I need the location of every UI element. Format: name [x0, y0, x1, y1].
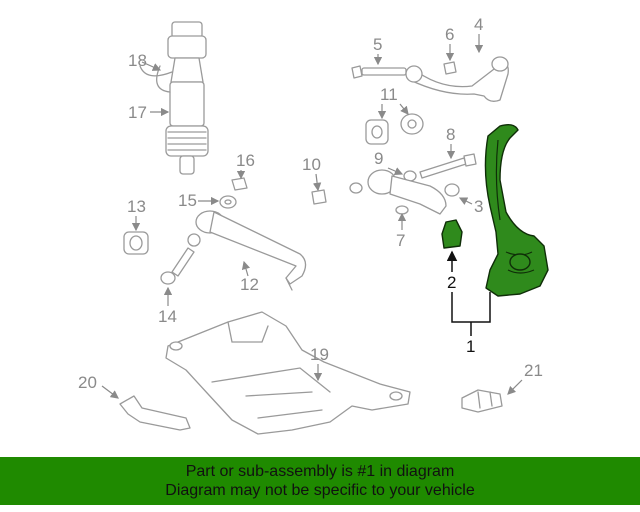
lower-control-arm-part[interactable]: [195, 210, 307, 291]
callout-1: 1: [466, 337, 475, 356]
steering-knuckle-part[interactable]: [484, 123, 549, 297]
bushing-3-part[interactable]: [444, 183, 460, 197]
callout-15: 15: [178, 191, 197, 210]
callout-8: 8: [446, 125, 455, 144]
bolt-8-part[interactable]: [419, 153, 477, 179]
subframe-part[interactable]: [165, 311, 411, 435]
callout-16: 16: [236, 151, 255, 170]
callout-10: 10: [302, 155, 321, 174]
upper-control-arm-part[interactable]: [405, 56, 509, 102]
washer-9-part[interactable]: [349, 170, 417, 194]
tension-strut-part[interactable]: [367, 169, 447, 215]
callout-11: 11: [380, 85, 398, 104]
callout-19: 19: [310, 345, 329, 364]
callout-14: 14: [158, 307, 177, 326]
bolt-5-part[interactable]: [351, 65, 407, 79]
callout-9: 9: [374, 149, 383, 168]
air-strut-part[interactable]: [156, 21, 209, 175]
nut-16-part[interactable]: [231, 177, 248, 191]
banner-line-2: Diagram may not be specific to your vehi…: [165, 482, 475, 499]
bolt-10-part[interactable]: [311, 189, 327, 205]
callout-21: 21: [524, 361, 543, 380]
callout-18: 18: [128, 51, 147, 70]
ball-joint-2-part[interactable]: [441, 219, 463, 249]
callout-12: 12: [240, 275, 259, 294]
callout-17: 17: [128, 103, 147, 122]
callout-6: 6: [445, 25, 454, 44]
air-line-part[interactable]: [139, 65, 173, 77]
callout-3: 3: [474, 197, 483, 216]
bushing-11-part[interactable]: [365, 113, 424, 145]
callout-20: 20: [78, 373, 97, 392]
callout-5: 5: [373, 35, 382, 54]
banner-line-1: Part or sub-assembly is #1 in diagram: [185, 463, 455, 480]
callout-2: 2: [447, 273, 456, 292]
parts-diagram: 18 17 16 10 15 12 13 14: [78, 15, 549, 435]
info-banner: Part or sub-assembly is #1 in diagram Di…: [0, 457, 640, 505]
callout-13: 13: [127, 197, 146, 216]
bushing-13-part[interactable]: [123, 231, 149, 255]
bracket-20-part[interactable]: [119, 395, 191, 431]
callout-4: 4: [474, 15, 483, 34]
callout-7: 7: [396, 231, 405, 250]
bracket-21-part[interactable]: [461, 389, 503, 413]
washer-15-part[interactable]: [219, 195, 237, 209]
bolt-14-part[interactable]: [160, 233, 201, 285]
nut-6-part[interactable]: [443, 61, 457, 75]
